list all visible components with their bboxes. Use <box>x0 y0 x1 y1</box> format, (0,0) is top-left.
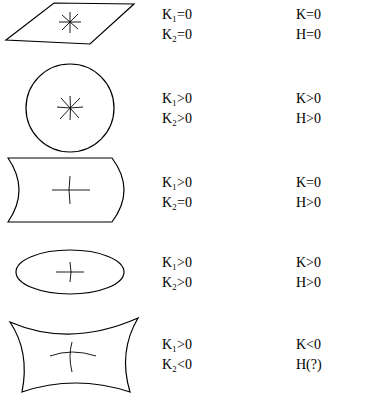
principal-curvature: K₁>0 <box>162 90 192 108</box>
principal-curvature: K₁=0 <box>162 6 192 24</box>
curvature-value: K<0 <box>296 336 321 354</box>
curvature-value: K=0 <box>296 6 321 24</box>
curvature-value: H=0 <box>296 26 321 44</box>
curvature-value: H(?) <box>296 356 322 374</box>
saddle-strokes <box>50 342 96 372</box>
curvature-value: K>0 <box>296 90 321 108</box>
curvature-value: H>0 <box>296 194 321 212</box>
principal-curvature: K₂=0 <box>162 26 192 44</box>
principal-curvature: K₁>0 <box>162 254 192 272</box>
saddle-shape <box>10 318 138 392</box>
cylinder-strokes <box>52 176 90 204</box>
sphere-strokes <box>57 96 83 120</box>
ellipsoid-strokes <box>56 262 84 282</box>
principal-curvature: K₂=0 <box>162 194 192 212</box>
plane-strokes <box>59 12 81 33</box>
principal-curvature: K₂>0 <box>162 110 192 128</box>
curvature-value: H>0 <box>296 110 321 128</box>
principal-curvature: K₁>0 <box>162 336 192 354</box>
cylinder-shape <box>8 158 124 222</box>
plane-shape <box>6 3 134 44</box>
principal-curvature: K₂<0 <box>162 356 192 374</box>
curvature-value: K=0 <box>296 174 321 192</box>
principal-curvature: K₂>0 <box>162 274 192 292</box>
curvature-value: H>0 <box>296 274 321 292</box>
ellipsoid-shape <box>16 250 124 294</box>
curvature-value: K>0 <box>296 254 321 272</box>
sphere-shape <box>26 64 114 152</box>
principal-curvature: K₁>0 <box>162 174 192 192</box>
